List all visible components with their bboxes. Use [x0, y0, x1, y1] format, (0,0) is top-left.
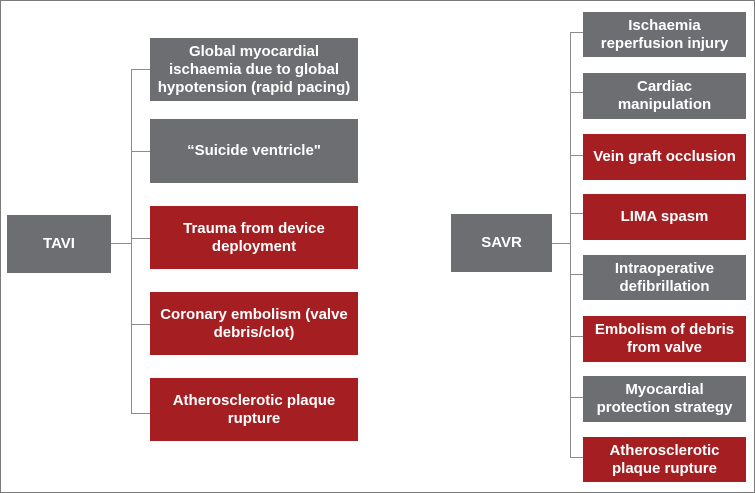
- tavi-connector-2: [131, 151, 150, 152]
- tavi-cause-device-trauma: Trauma from device deployment: [150, 206, 358, 269]
- tavi-cause-coronary-embolism: Coronary embolism (valve debris/clot): [150, 292, 358, 355]
- savr-connector-2: [570, 92, 583, 93]
- tavi-connector-4: [131, 324, 150, 325]
- savr-cause-plaque-rupture: Atherosclerotic plaque rupture: [583, 437, 746, 482]
- savr-cause-lima-spasm: LIMA spasm: [583, 194, 746, 240]
- savr-connector-6: [570, 336, 583, 337]
- savr-connector-3: [570, 155, 583, 156]
- savr-cause-valve-debris-embolism: Embolism of debris from valve: [583, 316, 746, 362]
- tavi-node: TAVI: [7, 215, 111, 273]
- savr-connector-spine: [570, 32, 571, 458]
- savr-connector-1: [570, 32, 583, 33]
- savr-connector-4: [570, 213, 583, 214]
- savr-connector-5: [570, 274, 583, 275]
- savr-connector-7: [570, 397, 583, 398]
- savr-cause-reperfusion-injury: Ischaemia reperfusion injury: [583, 12, 746, 57]
- tavi-connector-spine: [131, 69, 132, 414]
- tavi-cause-suicide-ventricle: “Suicide ventricle": [150, 119, 358, 183]
- savr-cause-protection-strategy: Myocardial protection strategy: [583, 376, 746, 422]
- tavi-cause-rapid-pacing: Global myocardial ischaemia due to globa…: [150, 38, 358, 101]
- savr-cause-cardiac-manipulation: Cardiac manipulation: [583, 73, 746, 119]
- savr-node: SAVR: [451, 214, 552, 272]
- tavi-connector-3: [131, 238, 150, 239]
- tavi-cause-plaque-rupture: Atherosclerotic plaque rupture: [150, 378, 358, 441]
- savr-connector-stem: [552, 243, 571, 244]
- tavi-connector-5: [131, 413, 150, 414]
- savr-cause-vein-graft-occlusion: Vein graft occlusion: [583, 134, 746, 180]
- tavi-connector-1: [131, 69, 150, 70]
- tavi-connector-stem: [111, 243, 132, 244]
- savr-connector-8: [570, 457, 583, 458]
- savr-cause-defibrillation: Intraoperative defibrillation: [583, 255, 746, 300]
